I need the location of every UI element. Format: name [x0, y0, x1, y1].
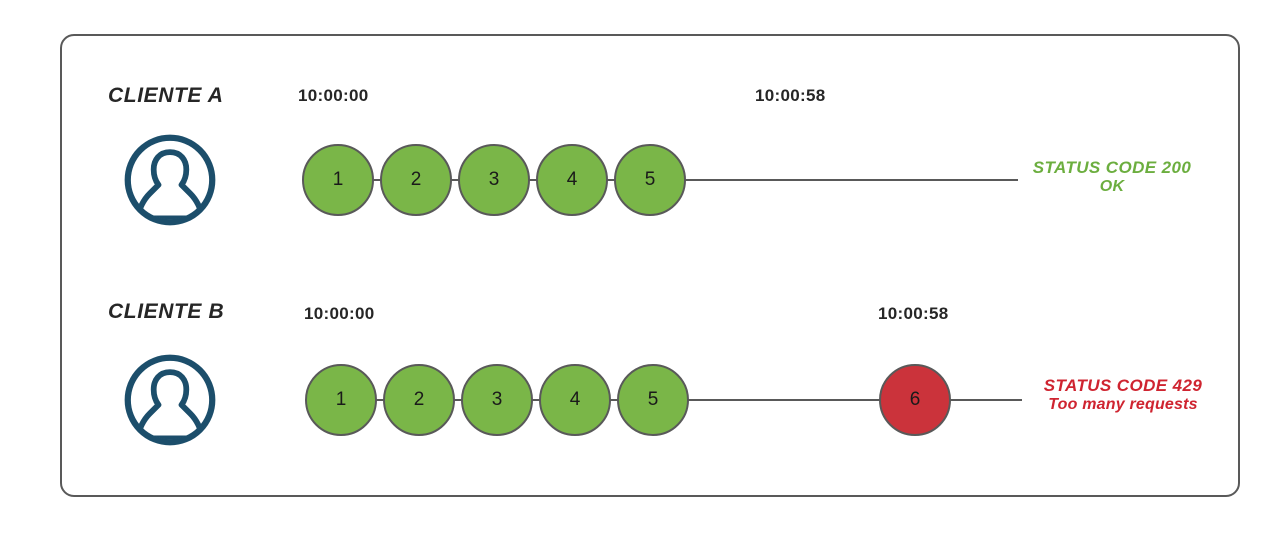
request-node-number: 5 — [644, 169, 656, 190]
request-node[interactable]: 2 — [383, 364, 455, 436]
status-message-line: OK — [1099, 178, 1125, 196]
connector-b-5-6 — [687, 398, 882, 402]
request-node-number: 4 — [566, 169, 578, 190]
request-node-rate-limited[interactable]: 6 — [879, 364, 951, 436]
request-node-number: 3 — [491, 389, 503, 410]
client-b-label: CLIENTE B — [108, 300, 225, 323]
request-node[interactable]: 1 — [305, 364, 377, 436]
status-code-line: STATUS CODE 429 — [1043, 376, 1203, 395]
request-node[interactable]: 4 — [536, 144, 608, 216]
request-node[interactable]: 3 — [461, 364, 533, 436]
status-code-line: STATUS CODE 200 — [1032, 158, 1192, 177]
request-node[interactable]: 4 — [539, 364, 611, 436]
client-a-label: CLIENTE A — [108, 84, 224, 107]
client-b-end-timestamp: 10:00:58 — [878, 304, 949, 323]
user-avatar-icon — [122, 352, 218, 448]
request-node-number: 4 — [569, 389, 581, 410]
request-node-number: 2 — [413, 389, 425, 410]
client-b-start-timestamp: 10:00:00 — [304, 304, 375, 323]
request-node[interactable]: 3 — [458, 144, 530, 216]
request-node-number: 6 — [909, 389, 921, 410]
client-a-end-timestamp: 10:00:58 — [755, 86, 826, 105]
request-node-number: 5 — [647, 389, 659, 410]
user-avatar-icon — [122, 132, 218, 228]
request-node-number: 3 — [488, 169, 500, 190]
request-node-number: 2 — [410, 169, 422, 190]
request-node[interactable]: 5 — [617, 364, 689, 436]
status-badge-client-a: STATUS CODE 200 OK — [1024, 158, 1200, 197]
request-node-number: 1 — [335, 389, 347, 410]
client-a-start-timestamp: 10:00:00 — [298, 86, 369, 105]
status-badge-client-b: STATUS CODE 429 Too many requests — [1028, 376, 1218, 415]
diagram-frame — [60, 34, 1240, 497]
status-message-line: Too many requests — [1048, 396, 1198, 414]
request-node[interactable]: 2 — [380, 144, 452, 216]
connector-a-tail — [684, 178, 1018, 182]
connector-b-tail — [949, 398, 1022, 402]
request-node[interactable]: 1 — [302, 144, 374, 216]
request-node-number: 1 — [332, 169, 344, 190]
request-node[interactable]: 5 — [614, 144, 686, 216]
